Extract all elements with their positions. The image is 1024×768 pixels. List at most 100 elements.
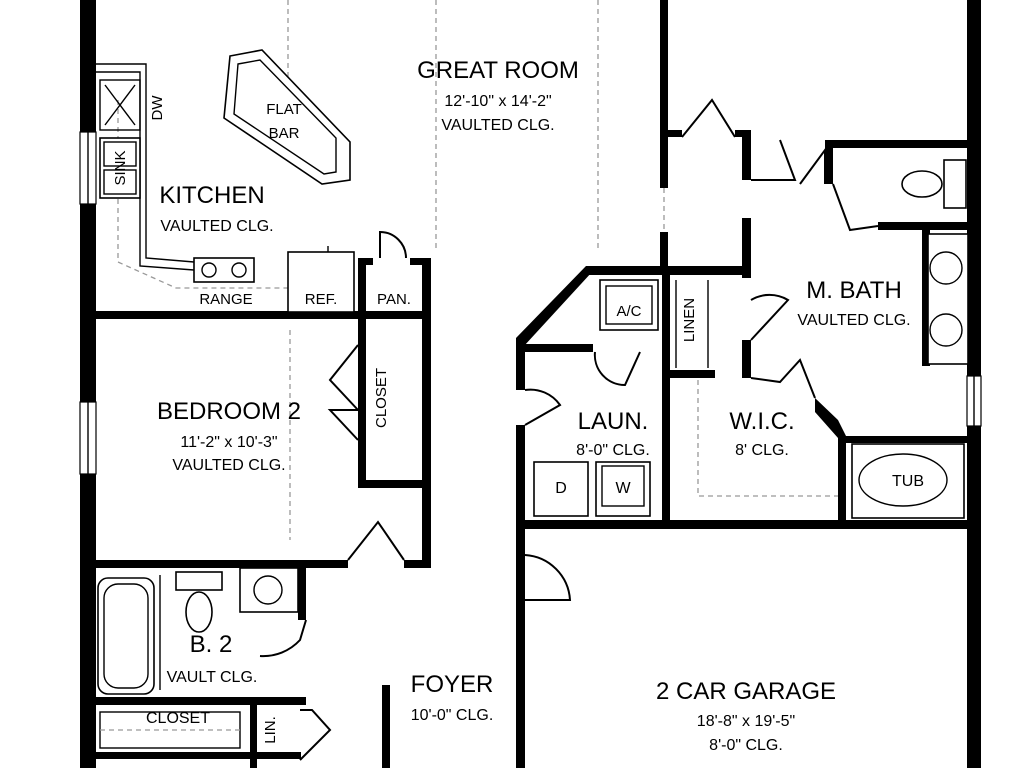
bath-2-toilet-tank bbox=[175, 571, 223, 591]
bath-2-vanity bbox=[239, 567, 299, 613]
dryer bbox=[533, 461, 589, 517]
walls bbox=[80, 0, 981, 768]
bedroom-2-name: BEDROOM 2 bbox=[157, 398, 301, 425]
wall-ac-south bbox=[525, 344, 593, 352]
master-bath-door bbox=[751, 139, 797, 181]
wall-garage-north bbox=[516, 520, 974, 529]
wall-bath-east bbox=[298, 568, 306, 620]
master-bath-fixtures bbox=[851, 159, 969, 519]
kitchen-sink bbox=[99, 137, 141, 199]
garage-ceiling: 8'-0" CLG. bbox=[709, 737, 783, 754]
ac-unit bbox=[599, 279, 659, 331]
wall-pantry-bottom bbox=[358, 311, 430, 319]
labels: GREAT ROOM 12'-10" x 14'-2" VAULTED CLG.… bbox=[112, 57, 924, 754]
great-room-size: 12'-10" x 14'-2" bbox=[444, 93, 551, 110]
wall-wic-north bbox=[670, 370, 715, 378]
doors bbox=[259, 98, 879, 761]
wall-bath-south bbox=[96, 697, 306, 705]
wall-closet-bottom bbox=[358, 480, 430, 488]
wc-door-2 bbox=[832, 183, 879, 232]
wall-closet-lin bbox=[250, 705, 257, 768]
ac-door bbox=[593, 351, 641, 387]
wall-laundry-east bbox=[662, 275, 670, 525]
lin-label: LIN. bbox=[262, 716, 279, 744]
ac-label: A/C bbox=[616, 303, 641, 320]
dishwasher-box bbox=[99, 79, 141, 131]
kitchen-ceiling: VAULTED CLG. bbox=[160, 218, 273, 235]
garage-size: 18'-8" x 19'-5" bbox=[697, 713, 795, 730]
sink-label: SINK bbox=[112, 150, 129, 185]
washer-label: W bbox=[615, 480, 631, 497]
bath-2-tub bbox=[97, 577, 155, 695]
wic-name: W.I.C. bbox=[729, 408, 794, 435]
wall-bedroom-bath bbox=[96, 560, 348, 568]
bath-2-toilet bbox=[185, 591, 213, 633]
garage-door bbox=[524, 554, 572, 601]
master-toilet bbox=[901, 170, 943, 198]
kitchen-fixtures bbox=[96, 49, 355, 313]
exterior-wall-left bbox=[80, 0, 96, 768]
great-room-name: GREAT ROOM bbox=[417, 57, 579, 84]
bedroom-closet-label: CLOSET bbox=[373, 368, 390, 428]
range-label: RANGE bbox=[199, 291, 252, 308]
wic-door bbox=[750, 358, 816, 399]
wall-pantry-top-right bbox=[410, 258, 430, 265]
flat-bar bbox=[223, 49, 351, 185]
dishwasher-label: DW bbox=[149, 95, 166, 121]
wall-laundry-north bbox=[586, 266, 751, 275]
bath-2-door bbox=[259, 619, 307, 658]
range bbox=[193, 257, 255, 283]
windows bbox=[79, 131, 982, 475]
wall-closet-west bbox=[358, 258, 366, 486]
refrigerator bbox=[287, 251, 355, 313]
wall-garage-west bbox=[516, 522, 525, 768]
wall-foyer-stub bbox=[382, 685, 390, 768]
wall-bedroom-hall bbox=[422, 258, 431, 568]
bedroom-closet-door-upper bbox=[328, 344, 359, 411]
wall-wic-angled bbox=[815, 398, 846, 522]
laundry-door bbox=[524, 388, 562, 426]
wall-laundry-west-lower bbox=[516, 425, 525, 525]
laundry-fixtures bbox=[533, 279, 709, 517]
bath-2-fixtures bbox=[97, 567, 299, 749]
wall-tub-north bbox=[846, 436, 974, 443]
wall-kitchen-bedroom bbox=[96, 311, 360, 319]
master-vanity bbox=[927, 233, 969, 365]
linen-door bbox=[750, 293, 790, 341]
laundry-name: LAUN. bbox=[578, 408, 649, 435]
dryer-label: D bbox=[555, 480, 567, 497]
flat-bar-label-1: FLAT bbox=[266, 101, 302, 118]
great-room-ceiling: VAULTED CLG. bbox=[441, 117, 554, 134]
bedroom-2-size: 11'-2" x 10'-3" bbox=[180, 434, 277, 451]
bath-2-name: B. 2 bbox=[190, 631, 233, 658]
hall-closet-label: CLOSET bbox=[146, 710, 210, 727]
bath-2-ceiling: VAULT CLG. bbox=[167, 669, 258, 686]
wall-pantry-top-left bbox=[358, 258, 373, 265]
wall-wc-north bbox=[825, 140, 975, 148]
wall-closet-south bbox=[96, 752, 301, 759]
wall-hall-top-left bbox=[668, 130, 682, 137]
washer bbox=[595, 461, 651, 517]
wall-hall-lower bbox=[742, 340, 751, 378]
wall-wc-west bbox=[825, 140, 833, 184]
wic-ceiling: 8' CLG. bbox=[735, 442, 789, 459]
garage-name: 2 CAR GARAGE bbox=[656, 678, 836, 705]
wall-bedroom-south-right bbox=[404, 560, 430, 568]
wall-laundry-west-upper bbox=[516, 338, 525, 390]
wall-hall-mid bbox=[742, 218, 751, 278]
wall-hall-top-right bbox=[735, 130, 751, 137]
wc-door bbox=[799, 146, 826, 185]
lin-door bbox=[299, 709, 332, 761]
pantry-label: PAN. bbox=[377, 291, 411, 308]
master-bath-name: M. BATH bbox=[806, 277, 902, 304]
hall-doors bbox=[681, 98, 736, 138]
refrigerator-label: REF. bbox=[305, 291, 338, 308]
wall-laundry-angled bbox=[516, 266, 592, 346]
foyer-name: FOYER bbox=[411, 671, 494, 698]
tub-label: TUB bbox=[892, 473, 924, 490]
wall-great-room-east bbox=[660, 0, 668, 188]
wall-wc-south bbox=[878, 222, 975, 230]
foyer-ceiling: 10'-0" CLG. bbox=[411, 707, 494, 724]
laundry-ceiling: 8'-0" CLG. bbox=[576, 442, 650, 459]
